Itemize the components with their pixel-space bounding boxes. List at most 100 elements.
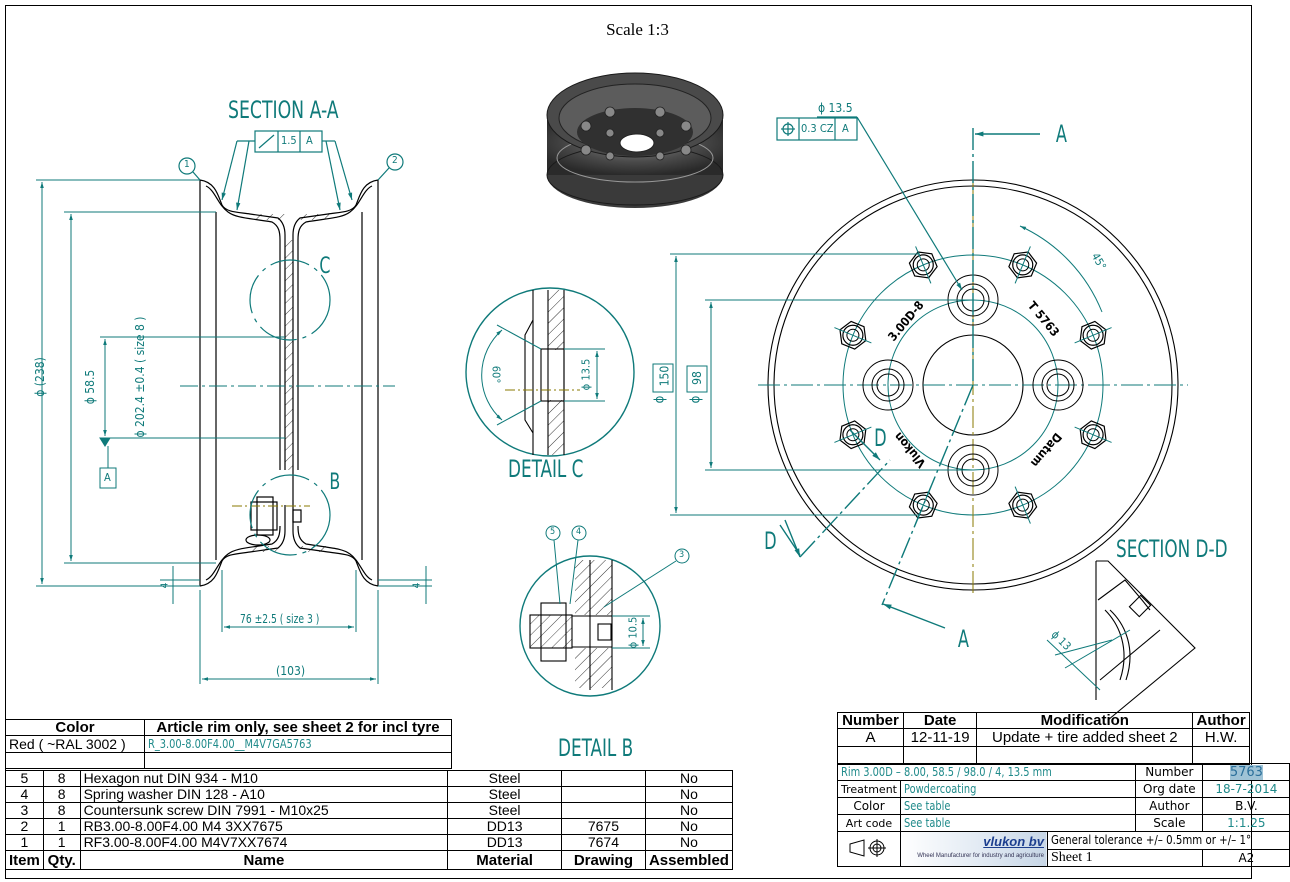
revision-cell-number: [837, 746, 904, 765]
drawing-sheet: Scale 1:3: [5, 5, 1290, 879]
bom-cell-assembled: No: [644, 818, 734, 835]
bom-cell-name: Spring washer DIN 128 - A10: [79, 786, 449, 803]
scale-label: Scale: [1135, 814, 1204, 832]
balloon-1: 1: [184, 159, 190, 170]
bom-cell-name: Countersunk screw DIN 7991 - M10x25: [79, 802, 449, 819]
balloon-3: 3: [679, 550, 685, 560]
bom-header-item: Item: [5, 850, 44, 870]
dim-hub-bore: ϕ 58.5: [83, 369, 97, 405]
color-header: Color: [5, 719, 145, 736]
bom-cell-drawing: [560, 802, 646, 819]
color-table-header: Color Article rim only, see sheet 2 for …: [5, 719, 452, 736]
detail-c-hole-diameter: ϕ 13.5: [579, 358, 593, 391]
color-value: [5, 752, 145, 769]
bolt-hole: [916, 498, 930, 512]
projection-symbol-icon: [849, 838, 886, 857]
bolt-centerline: [1074, 426, 1112, 443]
stud-hole: [1046, 373, 1070, 397]
bom-cell-qty: 8: [42, 770, 81, 787]
revision-cell-author: H.W.: [1192, 728, 1250, 747]
bom-cell-assembled: No: [644, 834, 734, 851]
dim-outer-diameter: ϕ (238): [33, 357, 47, 397]
detail-b-marker: B: [329, 470, 341, 495]
bolt-centerline: [1014, 246, 1031, 284]
nut-washer: [842, 424, 864, 446]
bom-header-material: Material: [447, 850, 562, 870]
scale-value: 1:1.25: [1202, 814, 1290, 832]
bolt-centerline: [1074, 327, 1112, 344]
color-label: Color: [837, 797, 901, 815]
article-code: R_3.00-8.00F4.00__M4V7GA5763: [144, 735, 452, 753]
dim-bead-seat-diameter: ϕ 202.4 ±0.4 ( size 8 ): [133, 316, 147, 438]
bom-header-assembled: Assembled: [644, 850, 734, 870]
first-angle-projection-icon: [837, 831, 901, 867]
bolt-hole: [846, 328, 860, 342]
author-label: Author: [1135, 797, 1204, 815]
section-label-a-top: A: [1055, 120, 1067, 148]
bom-cell-assembled: No: [644, 786, 734, 803]
bom-cell-qty: 8: [42, 802, 81, 819]
org-date-value: 18-7-2014: [1202, 780, 1290, 798]
position-feature-diameter: ϕ 13.5: [818, 101, 853, 115]
sheet-border: [5, 5, 1252, 879]
revision-cell-author: [1192, 746, 1250, 765]
org-date-label: Org date: [1135, 780, 1204, 798]
dim-pcd-150-symbol: ϕ: [652, 395, 668, 404]
art-code-label: Art code: [837, 814, 901, 832]
bom-cell-name: RF3.00-8.00F4.00 M4V7XX7674: [79, 834, 449, 851]
nut-washer: [1082, 324, 1104, 346]
bom-header-name: Name: [79, 850, 449, 870]
art-code-value: See table: [899, 814, 1137, 832]
section-cut-lines: [779, 128, 1040, 629]
section-a-a-title: SECTION A-A: [228, 96, 339, 124]
nut-washer: [1012, 254, 1034, 276]
dim-inner-width: 76 ±2.5 ( size 3 ): [240, 612, 320, 626]
bolt-hole: [846, 428, 860, 442]
revision-cell-modification: [976, 746, 1194, 765]
balloon-4: 4: [576, 527, 582, 537]
bom-cell-drawing: 7675: [560, 818, 646, 835]
section-label-d-left: D: [764, 527, 777, 555]
datum-a-label: A: [104, 471, 111, 484]
company-tagline: Wheel Manufacturer for industry and agri…: [917, 853, 1044, 859]
sheet-size: A2: [1202, 848, 1290, 867]
bom-cell-item: 3: [5, 802, 44, 819]
detail-c-angle: 60°: [489, 365, 503, 384]
detail-b-hole-diameter: ϕ 10.5: [626, 616, 640, 649]
revision-header-modification: Modification: [976, 712, 1194, 729]
color-value: See table: [899, 797, 1137, 815]
bom-header-qty: Qty.: [42, 850, 81, 870]
revision-header-date: Date: [902, 712, 978, 729]
section-label-a-bottom: A: [957, 625, 969, 653]
company-logo: vlukon bv Wheel Manufacturer for industr…: [899, 831, 1048, 867]
revision-header-number: Number: [837, 712, 904, 729]
bom-cell-assembled: No: [644, 770, 734, 787]
revision-header-author: Author: [1192, 712, 1250, 729]
bom-cell-name: Hexagon nut DIN 934 - M10: [79, 770, 449, 787]
revision-cell-modification: Update + tire added sheet 2: [976, 728, 1194, 747]
nut-washer: [912, 494, 934, 516]
article-code: [144, 752, 452, 769]
bom-cell-qty: 8: [42, 786, 81, 803]
color-table-row: Red ( ~RAL 3002 ) R_3.00-8.00F4.00__M4V7…: [5, 735, 452, 753]
rim-3d-render: [546, 72, 724, 208]
section-a-a-view: [36, 130, 432, 684]
general-tolerance: General tolerance +/– 0.5mm or +/– 1°: [1046, 831, 1290, 850]
bolt-hole: [1016, 498, 1030, 512]
revision-cell-date: 12-11-19: [902, 728, 978, 747]
stud-hole-outer: [862, 359, 914, 411]
drawing-number: 5763: [1202, 763, 1290, 781]
revision-cell-date: [902, 746, 978, 765]
treatment-label: Treatment: [837, 780, 901, 798]
detail-c-marker: C: [319, 254, 331, 279]
bom-cell-name: RB3.00-8.00F4.00 M4 3XX7675: [79, 818, 449, 835]
nut-washer: [1012, 494, 1034, 516]
drawing-canvas: [36, 72, 1196, 721]
stud-hole-counterbore: [1041, 368, 1075, 402]
